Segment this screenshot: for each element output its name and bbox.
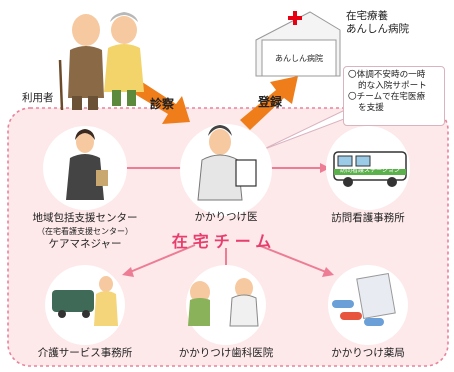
pharmacy-illustration <box>332 272 396 326</box>
team-label: 在宅チーム <box>171 232 277 251</box>
hospital-label-line1: 在宅療養 <box>346 10 388 22</box>
register-label: 登録 <box>257 95 283 109</box>
doctor-label: かかりつけ医 <box>194 211 258 223</box>
note-line2: 的な入院サポート <box>358 81 427 91</box>
dental-illustration <box>188 278 259 327</box>
doctor-illustration <box>197 125 257 201</box>
hospital-sign: あんしん病院 <box>275 54 323 63</box>
nursing-van-illustration <box>333 151 407 187</box>
hospital-label-line2: あんしん病院 <box>346 23 409 35</box>
care-service-illustration <box>52 276 118 326</box>
elderly-couple-illustration <box>58 12 144 111</box>
note-line1: 〇体調不安時の一時 <box>348 70 426 80</box>
pharmacy-label: かかりつけ薬局 <box>331 347 405 359</box>
care-service-label: 介護サービス事務所 <box>37 347 133 359</box>
nursing-label: 訪問看護事務所 <box>331 212 405 224</box>
note-line3: 〇チームで在宅医療 <box>348 92 426 102</box>
care-center-line1: 地域包括支援センター <box>32 212 138 224</box>
care-center-line3: ケアマネジャー <box>48 238 122 250</box>
consult-label: 診察 <box>149 97 175 111</box>
support-note: 〇体調不安時の一時 的な入院サポート 〇チームで在宅医療 を支援 <box>343 66 445 126</box>
dental-label: かかりつけ歯科医院 <box>178 347 274 359</box>
patient-label: 利用者 <box>22 92 54 104</box>
care-center-line2: （在宅看護支援センター） <box>37 227 133 236</box>
note-line4: を支援 <box>358 103 384 113</box>
van-sign: 訪問看護ステーション <box>340 167 400 174</box>
hospital-building <box>255 11 341 77</box>
care-manager-illustration <box>66 129 108 200</box>
